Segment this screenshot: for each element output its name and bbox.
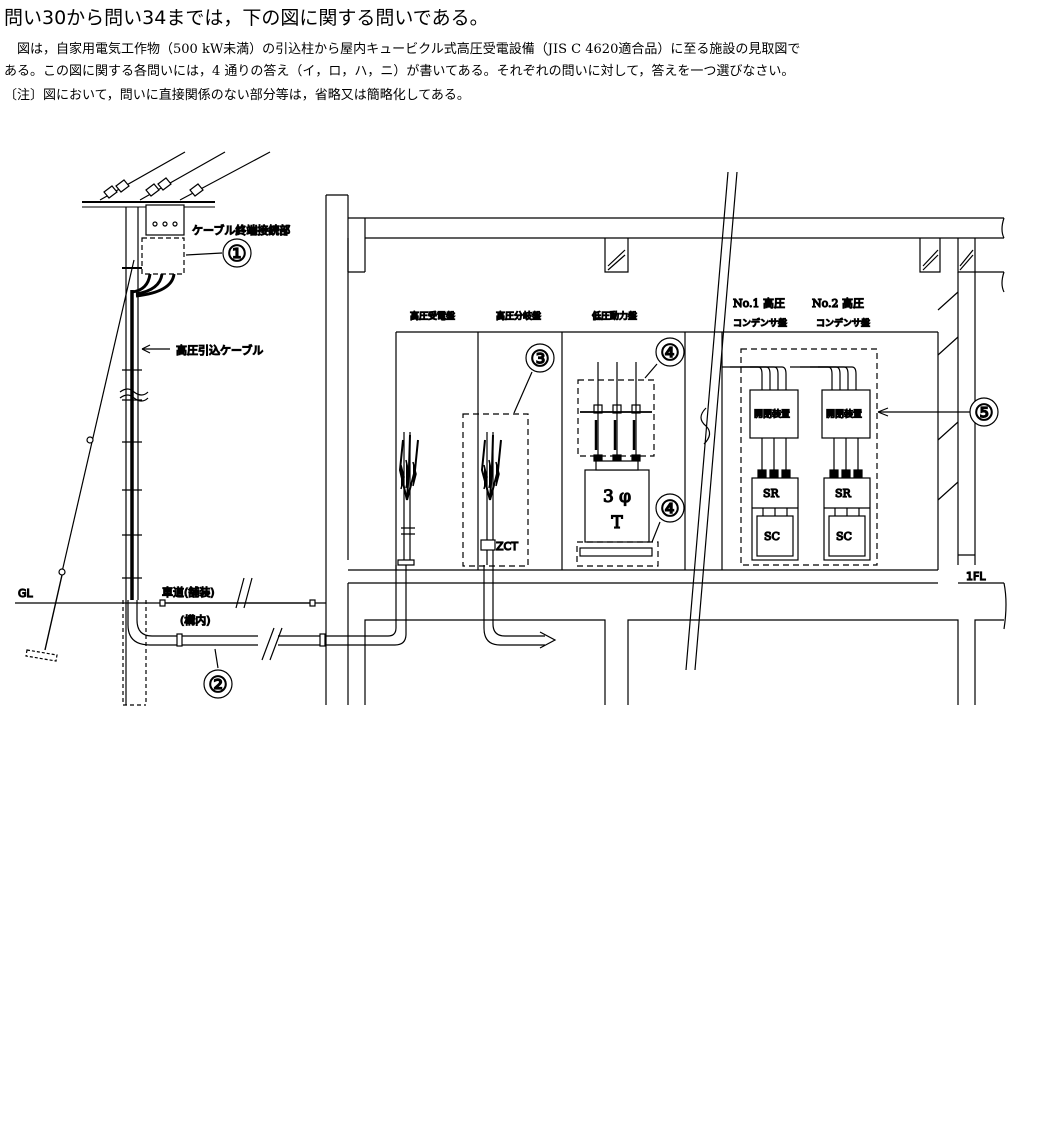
marker-4b: ④ [660, 497, 680, 522]
transformer-assembly [576, 362, 659, 567]
panel-cap2-line2: コンデンサ盤 [816, 317, 870, 329]
fl-label: 1FL [966, 570, 986, 583]
marker-4a-leader [644, 363, 658, 379]
marker-5: ⑤ [974, 401, 994, 426]
marker-2-circle [203, 669, 233, 699]
marker-4a: ④ [660, 341, 680, 366]
utility-pole [25, 151, 271, 706]
marker-3-leader [513, 371, 533, 414]
note-line: 〔注〕図において，問いに直接関係のない部分等は，省略又は簡略化してある。 [4, 88, 470, 103]
cable-termination-label: ケーブル終端接続部 [192, 223, 290, 237]
sc1-label: SC [764, 530, 780, 543]
capacitor-panels [722, 348, 878, 566]
sc2-label: SC [836, 530, 852, 543]
panel-cap2-line1: No.2 高圧 [812, 296, 864, 310]
marker-3: ③ [530, 347, 550, 372]
panel-cap1-line1: No.1 高圧 [733, 296, 785, 310]
marker-5-circle [969, 397, 999, 427]
gl-label: GL [18, 587, 34, 600]
marker-4a-circle [655, 337, 685, 367]
ground-and-buried-cable [15, 565, 407, 661]
hv-incoming-cable-label: 高圧引込ケーブル [176, 343, 263, 357]
switch1-label: 開閉装置 [754, 408, 790, 420]
marker-4b-circle [655, 493, 685, 523]
sr2-label: SR [835, 487, 852, 500]
panel-receiving: 高圧受電盤 [410, 310, 455, 322]
marker-1: ① [227, 242, 247, 267]
roadway-label: 車道(舗装) [162, 585, 215, 599]
marker-4b-leader [651, 521, 661, 543]
premises-label: (構内) [180, 613, 211, 627]
marker-1-circle [222, 238, 252, 268]
zct-label: ZCT [496, 540, 518, 553]
transformer-phase-label: 3 φ [603, 487, 631, 507]
panel-cap1-line2: コンデンサ盤 [733, 317, 787, 329]
transformer-label: T [611, 513, 623, 533]
marker-2-leader [214, 648, 219, 669]
sr1-label: SR [763, 487, 780, 500]
switch2-label: 開閉装置 [826, 408, 862, 420]
building-structure [325, 171, 1007, 705]
receiving-panel-cables [397, 432, 419, 566]
marker-1-leader [185, 252, 223, 256]
panel-lv-power: 低圧動力盤 [592, 310, 637, 322]
cable-termination-box [130, 204, 185, 600]
marker-2: ② [208, 673, 228, 698]
panel-branch: 高圧分岐盤 [496, 310, 541, 322]
marker-3-circle [525, 343, 555, 373]
intro-line-2: ある。この図に関する各問いには，4 通りの答え（イ，ロ，ハ，ニ）が書いてある。そ… [4, 64, 795, 79]
question-heading: 問い30から問い34までは，下の図に関する問いである。 [4, 7, 489, 29]
branch-panel-zct [462, 413, 557, 649]
intro-line-1: 図は，自家用電気工作物（500 kW未満）の引込柱から屋内キュービクル式高圧受電… [4, 42, 801, 57]
facility-diagram: ケーブル終端接続部 ① 高圧引込ケーブル GL 車道(舗装) (構内) ② [15, 151, 1007, 706]
